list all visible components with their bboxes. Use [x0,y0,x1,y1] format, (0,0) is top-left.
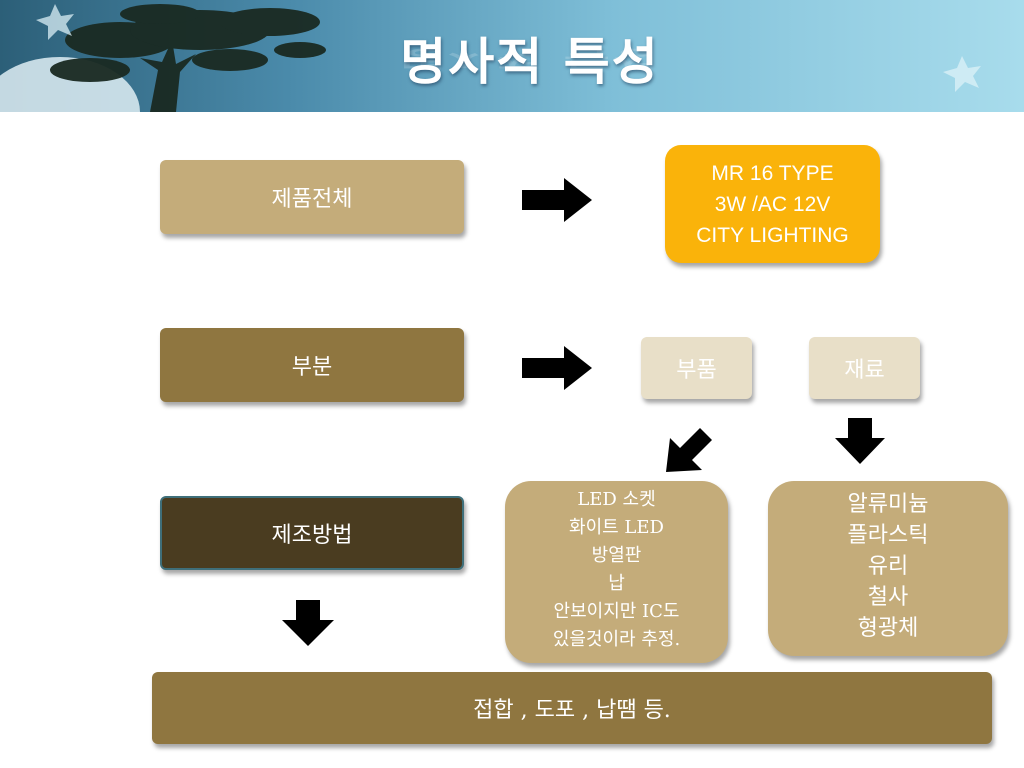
parts-list-item: 화이트 LED [569,517,664,538]
part-label: 부분 [291,355,333,380]
materials-list-item: 형광체 [857,616,919,641]
product-spec-box: MR 16 TYPE 3W /AC 12V CITY LIGHTING [665,145,880,263]
material-label: 재료 [844,358,885,383]
manufacturing-method-label: 제조방법 [271,523,353,548]
parts-list-item: LED 소켓 [577,489,656,510]
whole-product-label: 제품전체 [271,187,353,212]
parts-box: 부품 [641,337,752,399]
arrow-down-left-icon [666,428,712,472]
materials-list-item: 알류미늄 [847,492,929,517]
materials-list-box: 알류미늄 플라스틱 유리 철사 형광체 [768,481,1008,656]
arrow-down-icon [282,600,334,646]
header-banner: 명사적 특성 명사적 특성 [0,0,1024,112]
product-spec-line: MR 16 TYPE [711,161,834,185]
parts-list-item: 방열판 [591,545,642,566]
parts-list-box: LED 소켓 화이트 LED 방열판 납 안보이지만 IC도 있을것이라 추정. [505,481,728,663]
method-result-box: 접합 , 도포 , 납땜 등. [152,672,992,744]
arrow-right-icon [522,178,592,222]
page-title: 명사적 특성 [400,33,660,91]
manufacturing-method-box: 제조방법 [160,496,464,570]
parts-list-item: 있을것이라 추정. [552,629,681,650]
materials-list-item: 철사 [867,585,909,610]
part-box: 부분 [160,328,464,402]
material-box: 재료 [809,337,920,399]
materials-list-item: 유리 [867,554,909,579]
product-spec-line: 3W /AC 12V [714,192,831,216]
method-result-label: 접합 , 도포 , 납땜 등. [473,698,671,723]
arrow-right-icon [522,346,592,390]
materials-list-item: 플라스틱 [847,523,929,548]
whole-product-box: 제품전체 [160,160,464,234]
parts-list-item: 납 [608,573,625,594]
parts-list-item: 안보이지만 IC도 [553,601,680,622]
arrow-down-icon [835,418,885,464]
banner-artwork [0,4,981,112]
parts-label: 부품 [676,358,717,383]
product-spec-line: CITY LIGHTING [696,223,849,247]
